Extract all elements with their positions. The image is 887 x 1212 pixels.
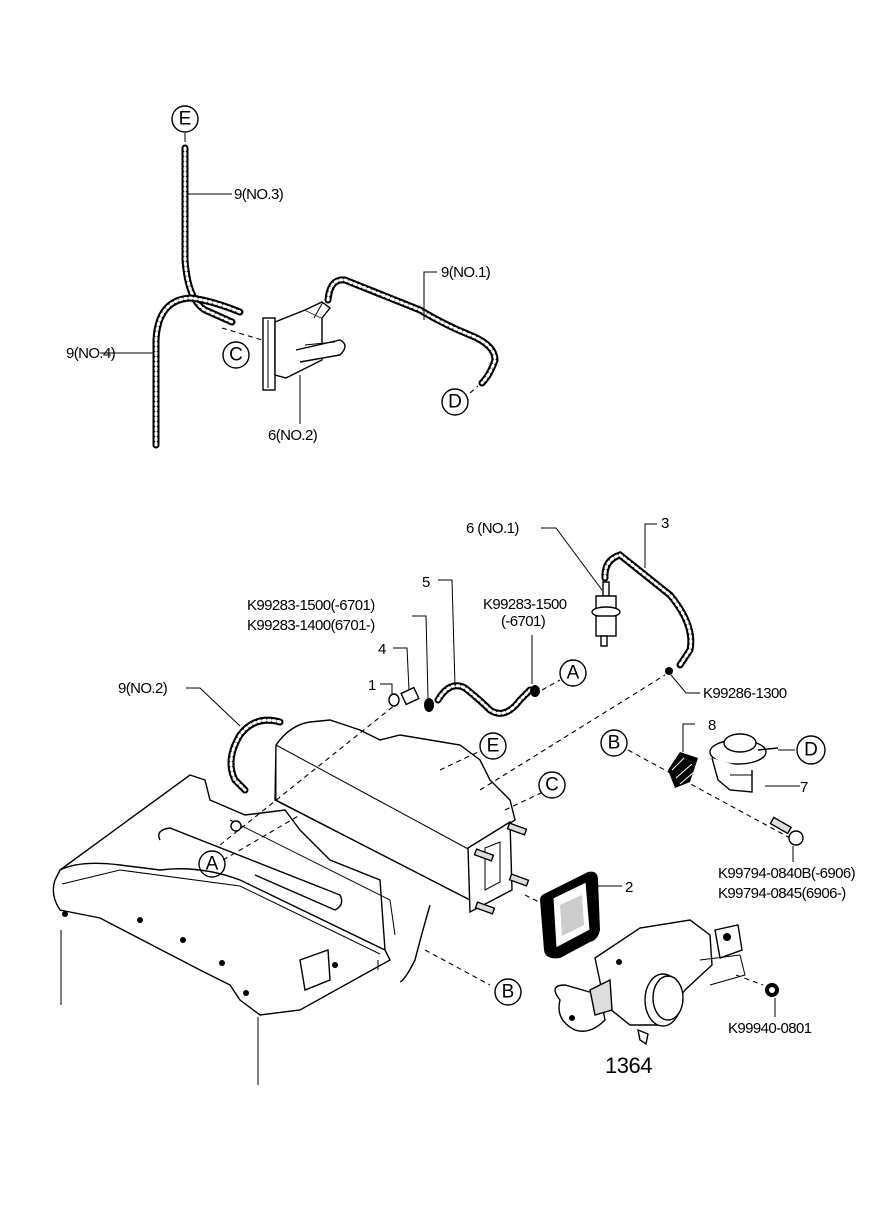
callout-D-top: D [441, 388, 469, 416]
svg-text:D: D [804, 740, 818, 761]
callout-C-top: C [222, 341, 250, 369]
label-part-8: 8 [708, 717, 716, 734]
label-clamp-k99286: K99286-1300 [703, 685, 787, 702]
dash-E-mid [439, 751, 479, 771]
dash-D-top [469, 385, 479, 394]
label-hose-no2: 9(NO.2) [118, 680, 168, 697]
label-nut: K99940-0801 [728, 1020, 812, 1037]
callout-A-right: A [559, 659, 587, 687]
clamp-k99286 [665, 667, 673, 675]
callout-B-bottom: B [494, 978, 522, 1006]
dash-C-mid [504, 791, 544, 811]
clamp-k99283-left [424, 698, 434, 712]
dash-A-left [222, 814, 301, 861]
solenoid-no2 [262, 301, 346, 391]
label-throttle-body: 1364 [605, 1053, 652, 1078]
label-solenoid-no2: 6(NO.2) [268, 427, 318, 444]
svg-text:D: D [448, 392, 462, 413]
hose-no1 [324, 276, 499, 387]
svg-text:C: C [545, 775, 559, 796]
label-hose-no1: 9(NO.1) [441, 264, 491, 281]
part-1-fitting [388, 693, 400, 707]
label-hose-5: 5 [422, 574, 430, 591]
label-bolt-1: K99794-0840B(-6906) [718, 865, 856, 882]
hose-no4 [152, 294, 244, 449]
label-solenoid-no1: 6 (NO.1) [466, 520, 519, 537]
svg-text:E: E [487, 736, 500, 757]
label-part-1: 1 [368, 677, 376, 694]
throttle-body [554, 919, 746, 1046]
leader-hose-3 [644, 523, 657, 568]
label-hose-3: 3 [661, 515, 669, 532]
label-hose-no3: 9(NO.3) [234, 186, 284, 203]
hose-3 [601, 551, 695, 669]
label-clamp-left-1: K99283-1500(-6701) [247, 597, 375, 614]
svg-text:A: A [567, 663, 580, 684]
leader-hose-no1 [423, 271, 437, 320]
intake-manifold [52, 719, 530, 1085]
gasket-2 [540, 871, 600, 959]
callout-E-mid: E [479, 732, 507, 760]
svg-text:A: A [206, 854, 219, 875]
svg-text:B: B [608, 733, 621, 754]
svg-text:C: C [229, 345, 243, 366]
label-part-4: 4 [378, 641, 386, 658]
label-bolt-2: K99794-0845(6906-) [718, 885, 846, 902]
solenoid-no1 [591, 581, 621, 647]
top-assembly: E 9(NO.3) 9(NO.4) C [66, 105, 499, 449]
dash-C-top [221, 327, 263, 341]
svg-text:E: E [179, 109, 192, 130]
hose-no1-connector [313, 301, 324, 319]
leader-clamp-left [412, 615, 429, 699]
part-8-filter [668, 752, 698, 788]
dash-clamp-k99286 [479, 674, 666, 791]
dash-nut [735, 974, 764, 986]
leader-hose-5 [438, 579, 456, 687]
callout-C-mid: C [538, 771, 566, 799]
callout-B-right: B [600, 729, 628, 757]
label-gasket-2: 2 [625, 879, 633, 896]
label-clamp-right-2: (-6701) [501, 613, 546, 630]
clamp-k99283-right [530, 685, 540, 697]
leader-clamp-k99286 [670, 674, 700, 694]
leader-hose-no2 [186, 687, 241, 727]
callout-E-top: E [171, 105, 199, 133]
hose-no3 [181, 144, 236, 326]
nut [765, 983, 779, 997]
dash-A-manifold [219, 704, 396, 846]
callout-D-right: D [796, 735, 826, 765]
leader-part-8 [682, 723, 695, 752]
svg-text:B: B [502, 982, 515, 1003]
dash-B-bottom [424, 949, 491, 986]
hose-no2 [227, 716, 284, 794]
dash-A-right [541, 679, 561, 691]
leader-part-4 [393, 647, 410, 691]
leader-part-1 [380, 683, 393, 694]
lower-assembly: 6 (NO.1) 3 K99286-1300 5 K99283-1500 (-6… [52, 515, 856, 1085]
part-7-valve [709, 733, 779, 793]
leader-solenoid-no1 [541, 527, 603, 591]
part-4-fitting [400, 686, 420, 706]
label-clamp-left-2: K99283-1400(6701-) [247, 617, 375, 634]
callout-A-left: A [198, 850, 226, 878]
label-hose-no4: 9(NO.4) [66, 345, 116, 362]
label-clamp-right-1: K99283-1500 [483, 596, 567, 613]
bolt [769, 816, 804, 846]
label-part-7: 7 [800, 779, 808, 796]
hose-5 [434, 682, 534, 717]
dash-B-right [627, 749, 791, 839]
